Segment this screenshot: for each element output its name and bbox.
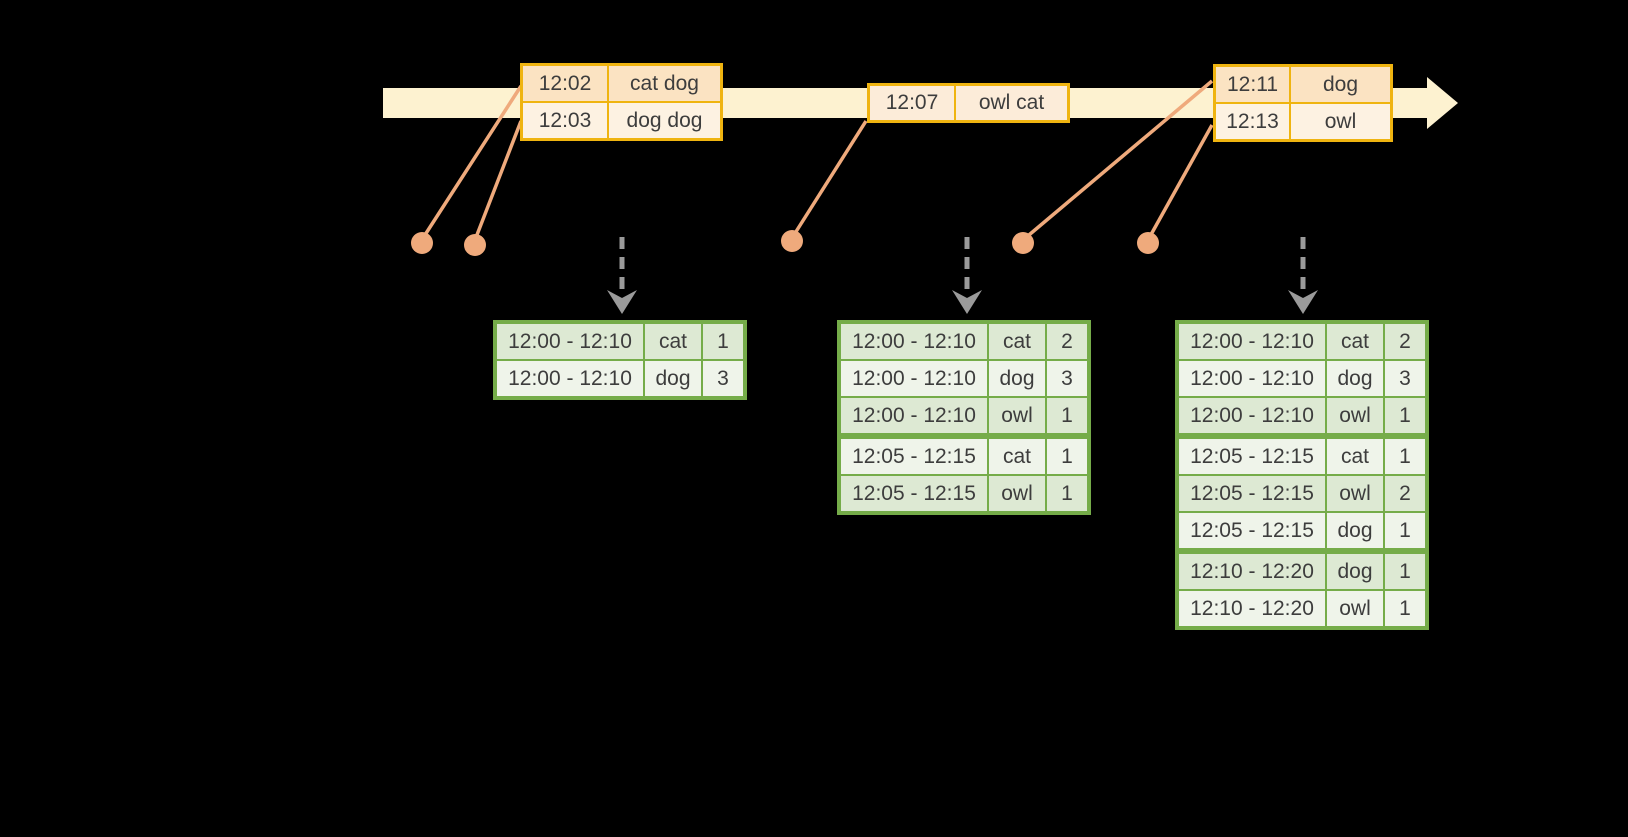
event-dot-icon: [781, 230, 803, 252]
window-cell: 12:10 - 12:20: [1179, 591, 1325, 626]
count-cell: 1: [1385, 439, 1425, 474]
trigger-arrowheads: [607, 290, 1318, 314]
count-cell: 1: [1385, 513, 1425, 548]
event-connector-line: [473, 120, 523, 241]
word-cell: cat: [1327, 324, 1383, 359]
event-words-cell: owl: [1291, 104, 1390, 139]
window-group: 12:00 - 12:10 cat 2 12:00 - 12:10 dog 3 …: [841, 324, 1087, 433]
down-arrowhead-icon: [952, 290, 982, 314]
window-cell: 12:00 - 12:10: [841, 324, 987, 359]
count-cell: 1: [1047, 398, 1087, 433]
count-cell: 3: [1385, 361, 1425, 396]
window-group: 12:05 - 12:15 cat 1 12:05 - 12:15 owl 2 …: [1179, 439, 1425, 548]
count-cell: 2: [1047, 324, 1087, 359]
event-dot-icon: [1012, 232, 1034, 254]
window-cell: 12:05 - 12:15: [1179, 513, 1325, 548]
word-cell: cat: [989, 324, 1045, 359]
count-cell: 2: [1385, 476, 1425, 511]
word-cell: cat: [645, 324, 701, 359]
word-cell: cat: [989, 439, 1045, 474]
event-words-cell: dog dog: [609, 103, 720, 138]
event-table-3: 12:11 dog 12:13 owl: [1213, 64, 1393, 142]
event-words-cell: owl cat: [956, 86, 1067, 120]
event-dot-icon: [411, 232, 433, 254]
event-table-2: 12:07 owl cat: [867, 83, 1070, 123]
event-time-cell: 12:03: [523, 103, 607, 138]
event-time-cell: 12:02: [523, 66, 607, 101]
window-cell: 12:05 - 12:15: [1179, 439, 1325, 474]
word-cell: owl: [1327, 591, 1383, 626]
count-cell: 1: [1047, 439, 1087, 474]
event-words-cell: dog: [1291, 67, 1390, 102]
event-table-1: 12:02 cat dog 12:03 dog dog: [520, 63, 723, 141]
word-cell: owl: [1327, 476, 1383, 511]
word-cell: owl: [989, 476, 1045, 511]
window-cell: 12:00 - 12:10: [841, 361, 987, 396]
window-cell: 12:05 - 12:15: [841, 476, 987, 511]
word-cell: dog: [989, 361, 1045, 396]
word-cell: dog: [1327, 513, 1383, 548]
window-cell: 12:00 - 12:10: [841, 398, 987, 433]
window-cell: 12:00 - 12:10: [497, 361, 643, 396]
window-cell: 12:10 - 12:20: [1179, 554, 1325, 589]
window-cell: 12:00 - 12:10: [1179, 398, 1325, 433]
event-dot-icon: [1137, 232, 1159, 254]
word-cell: dog: [645, 361, 701, 396]
count-cell: 3: [1047, 361, 1087, 396]
timeline-arrowhead-icon: [1427, 77, 1458, 129]
word-cell: owl: [989, 398, 1045, 433]
window-cell: 12:00 - 12:10: [1179, 361, 1325, 396]
window-group: 12:10 - 12:20 dog 1 12:10 - 12:20 owl 1: [1179, 554, 1425, 626]
event-connector-lines: [421, 79, 1214, 242]
count-cell: 1: [1047, 476, 1087, 511]
trigger-arrows: [619, 237, 1306, 296]
event-time-dots: [411, 230, 1159, 256]
event-words-cell: cat dog: [609, 66, 720, 101]
count-cell: 1: [1385, 398, 1425, 433]
event-connector-line: [1021, 79, 1214, 242]
word-cell: dog: [1327, 361, 1383, 396]
count-cell: 2: [1385, 324, 1425, 359]
event-connector-line: [1146, 124, 1214, 241]
window-group: 12:00 - 12:10 cat 1 12:00 - 12:10 dog 3: [497, 324, 743, 396]
window-cell: 12:00 - 12:10: [497, 324, 643, 359]
window-cell: 12:00 - 12:10: [1179, 324, 1325, 359]
window-cell: 12:05 - 12:15: [1179, 476, 1325, 511]
down-arrowhead-icon: [607, 290, 637, 314]
down-arrowhead-icon: [1288, 290, 1318, 314]
word-cell: dog: [1327, 554, 1383, 589]
event-dot-icon: [464, 234, 486, 256]
event-time-cell: 12:13: [1216, 104, 1289, 139]
word-cell: owl: [1327, 398, 1383, 433]
event-connector-line: [790, 120, 868, 239]
event-connector-line: [421, 85, 523, 239]
word-cell: cat: [1327, 439, 1383, 474]
count-cell: 1: [1385, 554, 1425, 589]
result-table-3: 12:00 - 12:10 cat 2 12:00 - 12:10 dog 3 …: [1175, 320, 1429, 630]
count-cell: 3: [703, 361, 743, 396]
count-cell: 1: [1385, 591, 1425, 626]
result-table-2: 12:00 - 12:10 cat 2 12:00 - 12:10 dog 3 …: [837, 320, 1091, 515]
event-time-cell: 12:07: [870, 86, 954, 120]
event-time-cell: 12:11: [1216, 67, 1289, 102]
count-cell: 1: [703, 324, 743, 359]
window-group: 12:00 - 12:10 cat 2 12:00 - 12:10 dog 3 …: [1179, 324, 1425, 433]
result-table-1: 12:00 - 12:10 cat 1 12:00 - 12:10 dog 3: [493, 320, 747, 400]
window-cell: 12:05 - 12:15: [841, 439, 987, 474]
window-group: 12:05 - 12:15 cat 1 12:05 - 12:15 owl 1: [841, 439, 1087, 511]
